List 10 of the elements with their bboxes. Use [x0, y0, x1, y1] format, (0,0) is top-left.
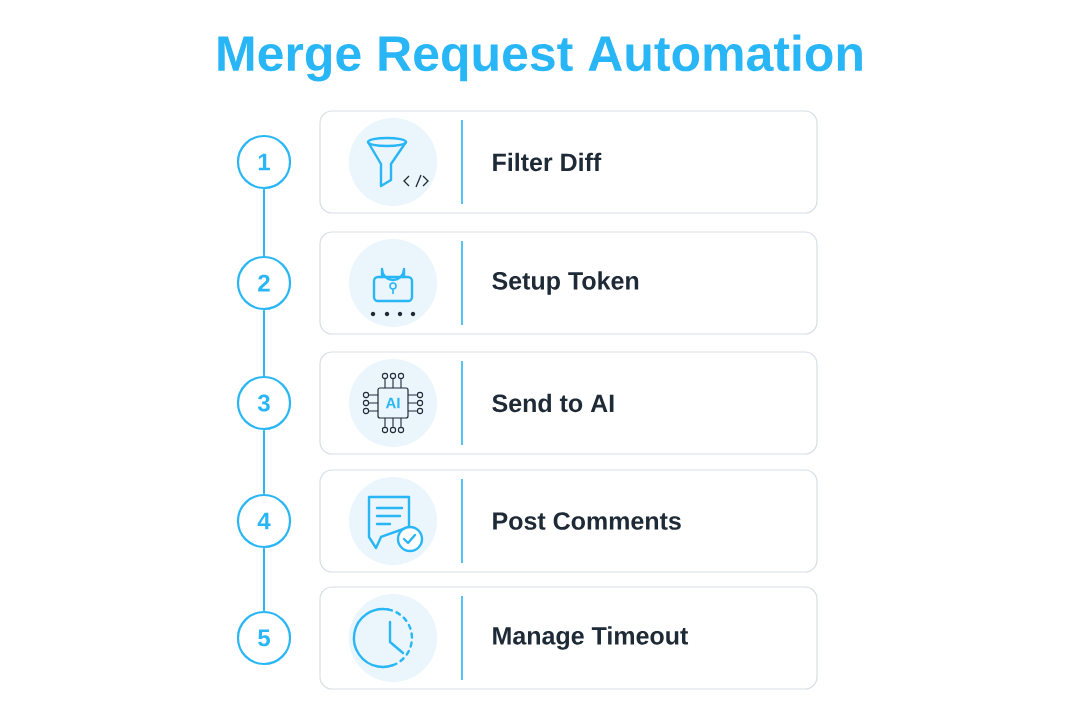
- step-number: 4: [236, 493, 292, 549]
- step-number: 5: [236, 610, 292, 666]
- step-number: 1: [236, 134, 292, 190]
- connector-line: [263, 188, 265, 257]
- connector-line: [263, 429, 265, 495]
- title: Merge Request Automation: [218, 34, 862, 82]
- connector-line: [263, 309, 265, 377]
- step-number: 2: [236, 255, 292, 311]
- step-number: 3: [236, 375, 292, 431]
- connector-line: [263, 547, 265, 612]
